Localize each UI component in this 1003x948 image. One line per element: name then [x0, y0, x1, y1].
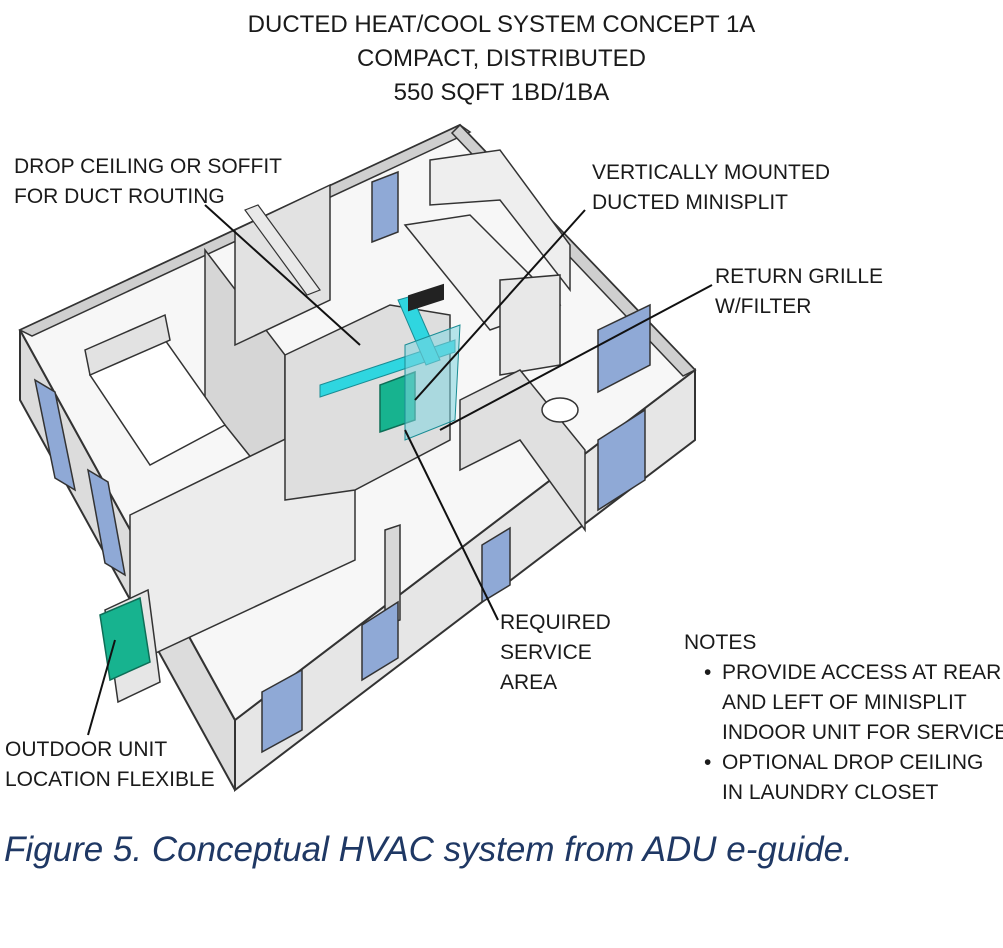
leader-line-return-grille: [439, 284, 713, 431]
kitchen-upper-cabinets: [429, 149, 571, 293]
label-drop-ceiling: DROP CEILING OR SOFFIT FOR DUCT ROUTING: [14, 155, 282, 208]
label-return-grille: RETURN GRILLE W/FILTER: [715, 265, 884, 318]
label-outdoor-unit: OUTDOOR UNIT LOCATION FLEXIBLE: [5, 738, 215, 791]
return-grille: [408, 283, 444, 312]
window: [86, 468, 127, 577]
window: [481, 526, 511, 604]
toilet: [541, 397, 579, 423]
window: [597, 408, 646, 512]
figure-caption: Figure 5. Conceptual HVAC system from AD…: [4, 830, 853, 869]
window: [361, 600, 399, 682]
leader-line-minisplit: [414, 209, 586, 401]
title-line-2: COMPACT, DISTRIBUTED: [357, 45, 646, 72]
leader-line-service-area: [404, 429, 499, 621]
leader-line-drop-ceiling: [204, 204, 361, 346]
notes-heading: NOTES: [684, 631, 757, 654]
drop-ceiling-soffit: [244, 204, 321, 296]
service-area-zone: [404, 324, 461, 441]
window: [597, 303, 651, 394]
bed-headboard: [84, 313, 171, 377]
laundry-wall: [459, 369, 586, 533]
outdoor-unit: [99, 596, 151, 682]
window: [261, 668, 303, 754]
leader-line-outdoor-unit: [87, 639, 116, 736]
title-line-1: DUCTED HEAT/COOL SYSTEM CONCEPT 1A: [247, 11, 756, 38]
label-service-area: REQUIRED SERVICE AREA: [500, 611, 611, 694]
living-partition: [384, 523, 401, 627]
note-item: OPTIONAL DROP CEILING IN LAUNDRY CLOSET: [702, 748, 1003, 808]
notes-list: PROVIDE ACCESS AT REAR AND LEFT OF MINIS…: [702, 658, 1003, 808]
window: [371, 170, 399, 244]
title-line-3: 550 SQFT 1BD/1BA: [393, 79, 610, 106]
note-item: PROVIDE ACCESS AT REAR AND LEFT OF MINIS…: [702, 658, 1003, 748]
fridge: [499, 274, 561, 376]
notes-block: NOTES PROVIDE ACCESS AT REAR AND LEFT OF…: [684, 628, 1003, 808]
label-minisplit: VERTICALLY MOUNTED DUCTED MINISPLIT: [592, 161, 831, 214]
window: [33, 378, 77, 492]
